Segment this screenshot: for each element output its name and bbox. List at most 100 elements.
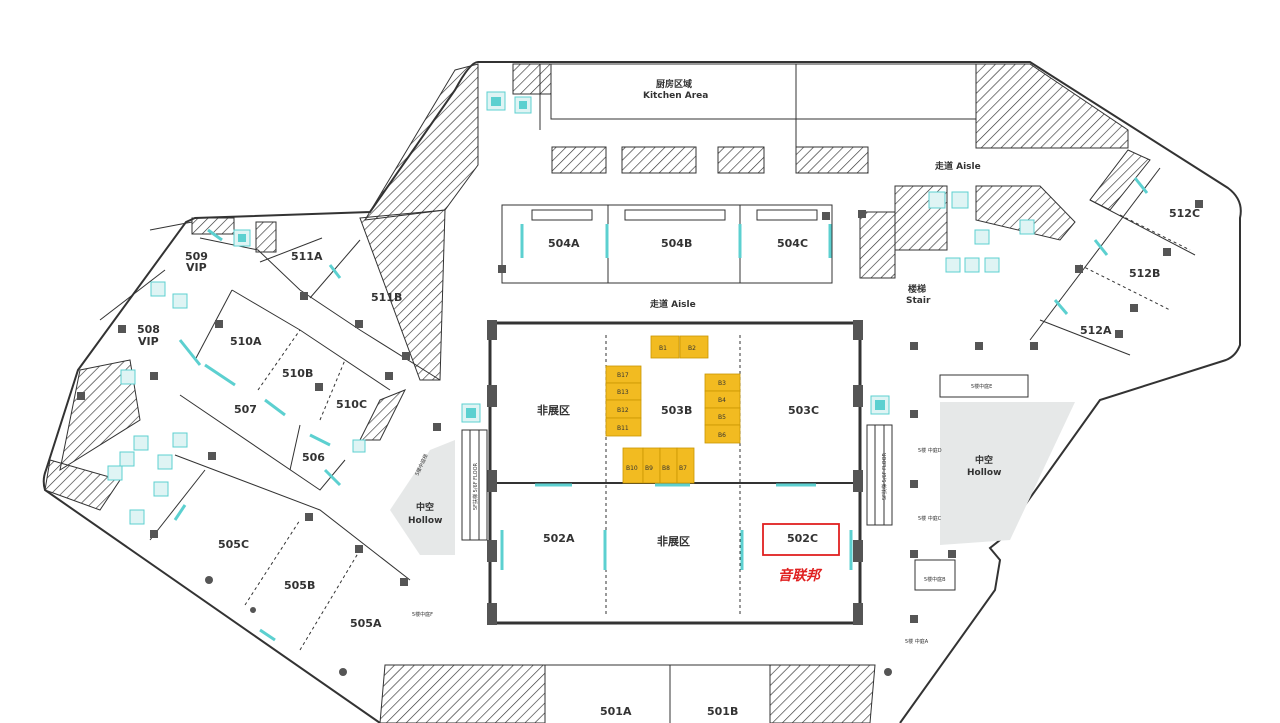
restroom-icon[interactable] <box>119 451 135 467</box>
side-label: 5楼中庭B <box>924 576 946 583</box>
booth-b2 <box>679 335 709 359</box>
vertical-circulation <box>461 424 893 541</box>
elevator-icon[interactable] <box>486 91 506 111</box>
restroom-icon[interactable] <box>984 257 1000 273</box>
elevator-icon[interactable] <box>461 403 481 423</box>
booth-label: B11 <box>617 425 629 432</box>
booth-b6 <box>704 424 741 444</box>
room-509[interactable]: 509 <box>185 250 208 263</box>
booth-label: B2 <box>688 345 696 352</box>
kitchen-label-zh: 厨房区域 <box>656 78 692 90</box>
restroom-icon[interactable] <box>974 229 990 245</box>
room-512b[interactable]: 512B <box>1129 267 1160 280</box>
hollow-areas <box>390 402 1075 555</box>
booth-b11 <box>605 417 642 437</box>
room-504a[interactable]: 504A <box>548 237 580 250</box>
restroom-icon[interactable] <box>150 281 166 297</box>
restroom-icon[interactable] <box>172 432 188 448</box>
room-510a[interactable]: 510A <box>230 335 262 348</box>
booths: B1 B2 B17 B13 B12 B11 B3 B4 B5 B6 B10 B9… <box>605 335 741 484</box>
room-504c[interactable]: 504C <box>777 237 808 250</box>
restroom-icon[interactable] <box>133 435 149 451</box>
restroom-icon[interactable] <box>514 96 532 114</box>
restroom-icon[interactable] <box>107 465 123 481</box>
hollow-label-zh: 中空 <box>416 501 434 513</box>
booth-label: B10 <box>626 465 638 472</box>
room-505c[interactable]: 505C <box>218 538 249 551</box>
booth-label: B12 <box>617 407 629 414</box>
room-507[interactable]: 507 <box>234 403 257 416</box>
restroom-icon[interactable] <box>951 191 969 209</box>
stair-label-en: Stair <box>906 296 931 306</box>
restroom-icon[interactable] <box>352 439 366 453</box>
restroom-icon[interactable] <box>153 481 169 497</box>
left-wing <box>99 221 441 651</box>
hatched-areas <box>44 63 1151 723</box>
booth-b7 <box>676 447 695 484</box>
elevator-icon[interactable] <box>233 229 251 247</box>
booth-label: B1 <box>659 345 667 352</box>
restroom-icon[interactable] <box>964 257 980 273</box>
booth-label: B9 <box>645 465 653 472</box>
brand-label: 音联邦 <box>778 567 823 584</box>
booth-label: B8 <box>662 465 670 472</box>
room-510b[interactable]: 510B <box>282 367 313 380</box>
booth-label: B4 <box>718 397 726 404</box>
columns <box>77 200 1203 676</box>
escalator-label: 5F扶梯 5/6F FLOOR <box>881 452 888 500</box>
booth-label: B17 <box>617 372 629 379</box>
hollow-label-zh: 中空 <box>975 454 993 466</box>
kitchen-label-en: Kitchen Area <box>643 91 708 101</box>
booth-label: B13 <box>617 389 629 396</box>
room-509-sub: VIP <box>186 261 207 274</box>
highlight-box-502c[interactable] <box>762 523 840 556</box>
non-exhibit-label: 非展区 <box>657 534 690 548</box>
restroom-icon[interactable] <box>129 509 145 525</box>
non-exhibit-label: 非展区 <box>537 403 570 417</box>
side-label: 5楼 中庭A <box>905 638 929 645</box>
kitchen-area <box>539 63 977 148</box>
room-505a[interactable]: 505A <box>350 617 382 630</box>
entry-label: 5楼中庭F <box>412 611 433 618</box>
room-506[interactable]: 506 <box>302 451 325 464</box>
escalator-label: 5F扶梯 5/6F FLOOR <box>472 462 479 510</box>
labels: 厨房区域 Kitchen Area 走道 Aisle 走道 Aisle 楼梯 S… <box>137 78 1200 718</box>
elevator-icon[interactable] <box>870 395 890 415</box>
right-wing <box>914 167 1196 591</box>
room-501a[interactable]: 501A <box>600 705 632 718</box>
booth-label: B3 <box>718 380 726 387</box>
room-508-sub: VIP <box>138 335 159 348</box>
side-label: 5楼 中庭C <box>918 515 942 522</box>
booth-label: B6 <box>718 432 726 439</box>
row-504 <box>501 204 833 284</box>
restroom-icon[interactable] <box>172 293 188 309</box>
aisle-label: 走道 Aisle <box>934 160 981 172</box>
aisle-label: 走道 Aisle <box>649 298 696 310</box>
booth-b1 <box>650 335 680 359</box>
room-512a[interactable]: 512A <box>1080 324 1112 337</box>
room-511b[interactable]: 511B <box>371 291 402 304</box>
room-503b[interactable]: 503B <box>661 404 692 417</box>
room-502c[interactable]: 502C <box>787 532 818 545</box>
side-label: 5楼 中庭D <box>918 447 942 454</box>
hollow-label-en: Hollow <box>967 468 1001 478</box>
room-503c[interactable]: 503C <box>788 404 819 417</box>
hollow-label-en: Hollow <box>408 516 442 526</box>
facility-icons <box>107 91 1035 525</box>
room-501b[interactable]: 501B <box>707 705 738 718</box>
room-512c[interactable]: 512C <box>1169 207 1200 220</box>
room-511a[interactable]: 511A <box>291 250 323 263</box>
restroom-icon[interactable] <box>1019 219 1035 235</box>
stair-label-zh: 楼梯 <box>908 283 926 295</box>
restroom-icon[interactable] <box>120 369 136 385</box>
restroom-icon[interactable] <box>945 257 961 273</box>
room-504b[interactable]: 504B <box>661 237 692 250</box>
room-505b[interactable]: 505B <box>284 579 315 592</box>
room-510c[interactable]: 510C <box>336 398 367 411</box>
room-508[interactable]: 508 <box>137 323 160 336</box>
restroom-icon[interactable] <box>928 191 946 209</box>
room-502a[interactable]: 502A <box>543 532 575 545</box>
entry-label: 5楼中庭E <box>971 383 992 390</box>
restroom-icon[interactable] <box>157 454 173 470</box>
